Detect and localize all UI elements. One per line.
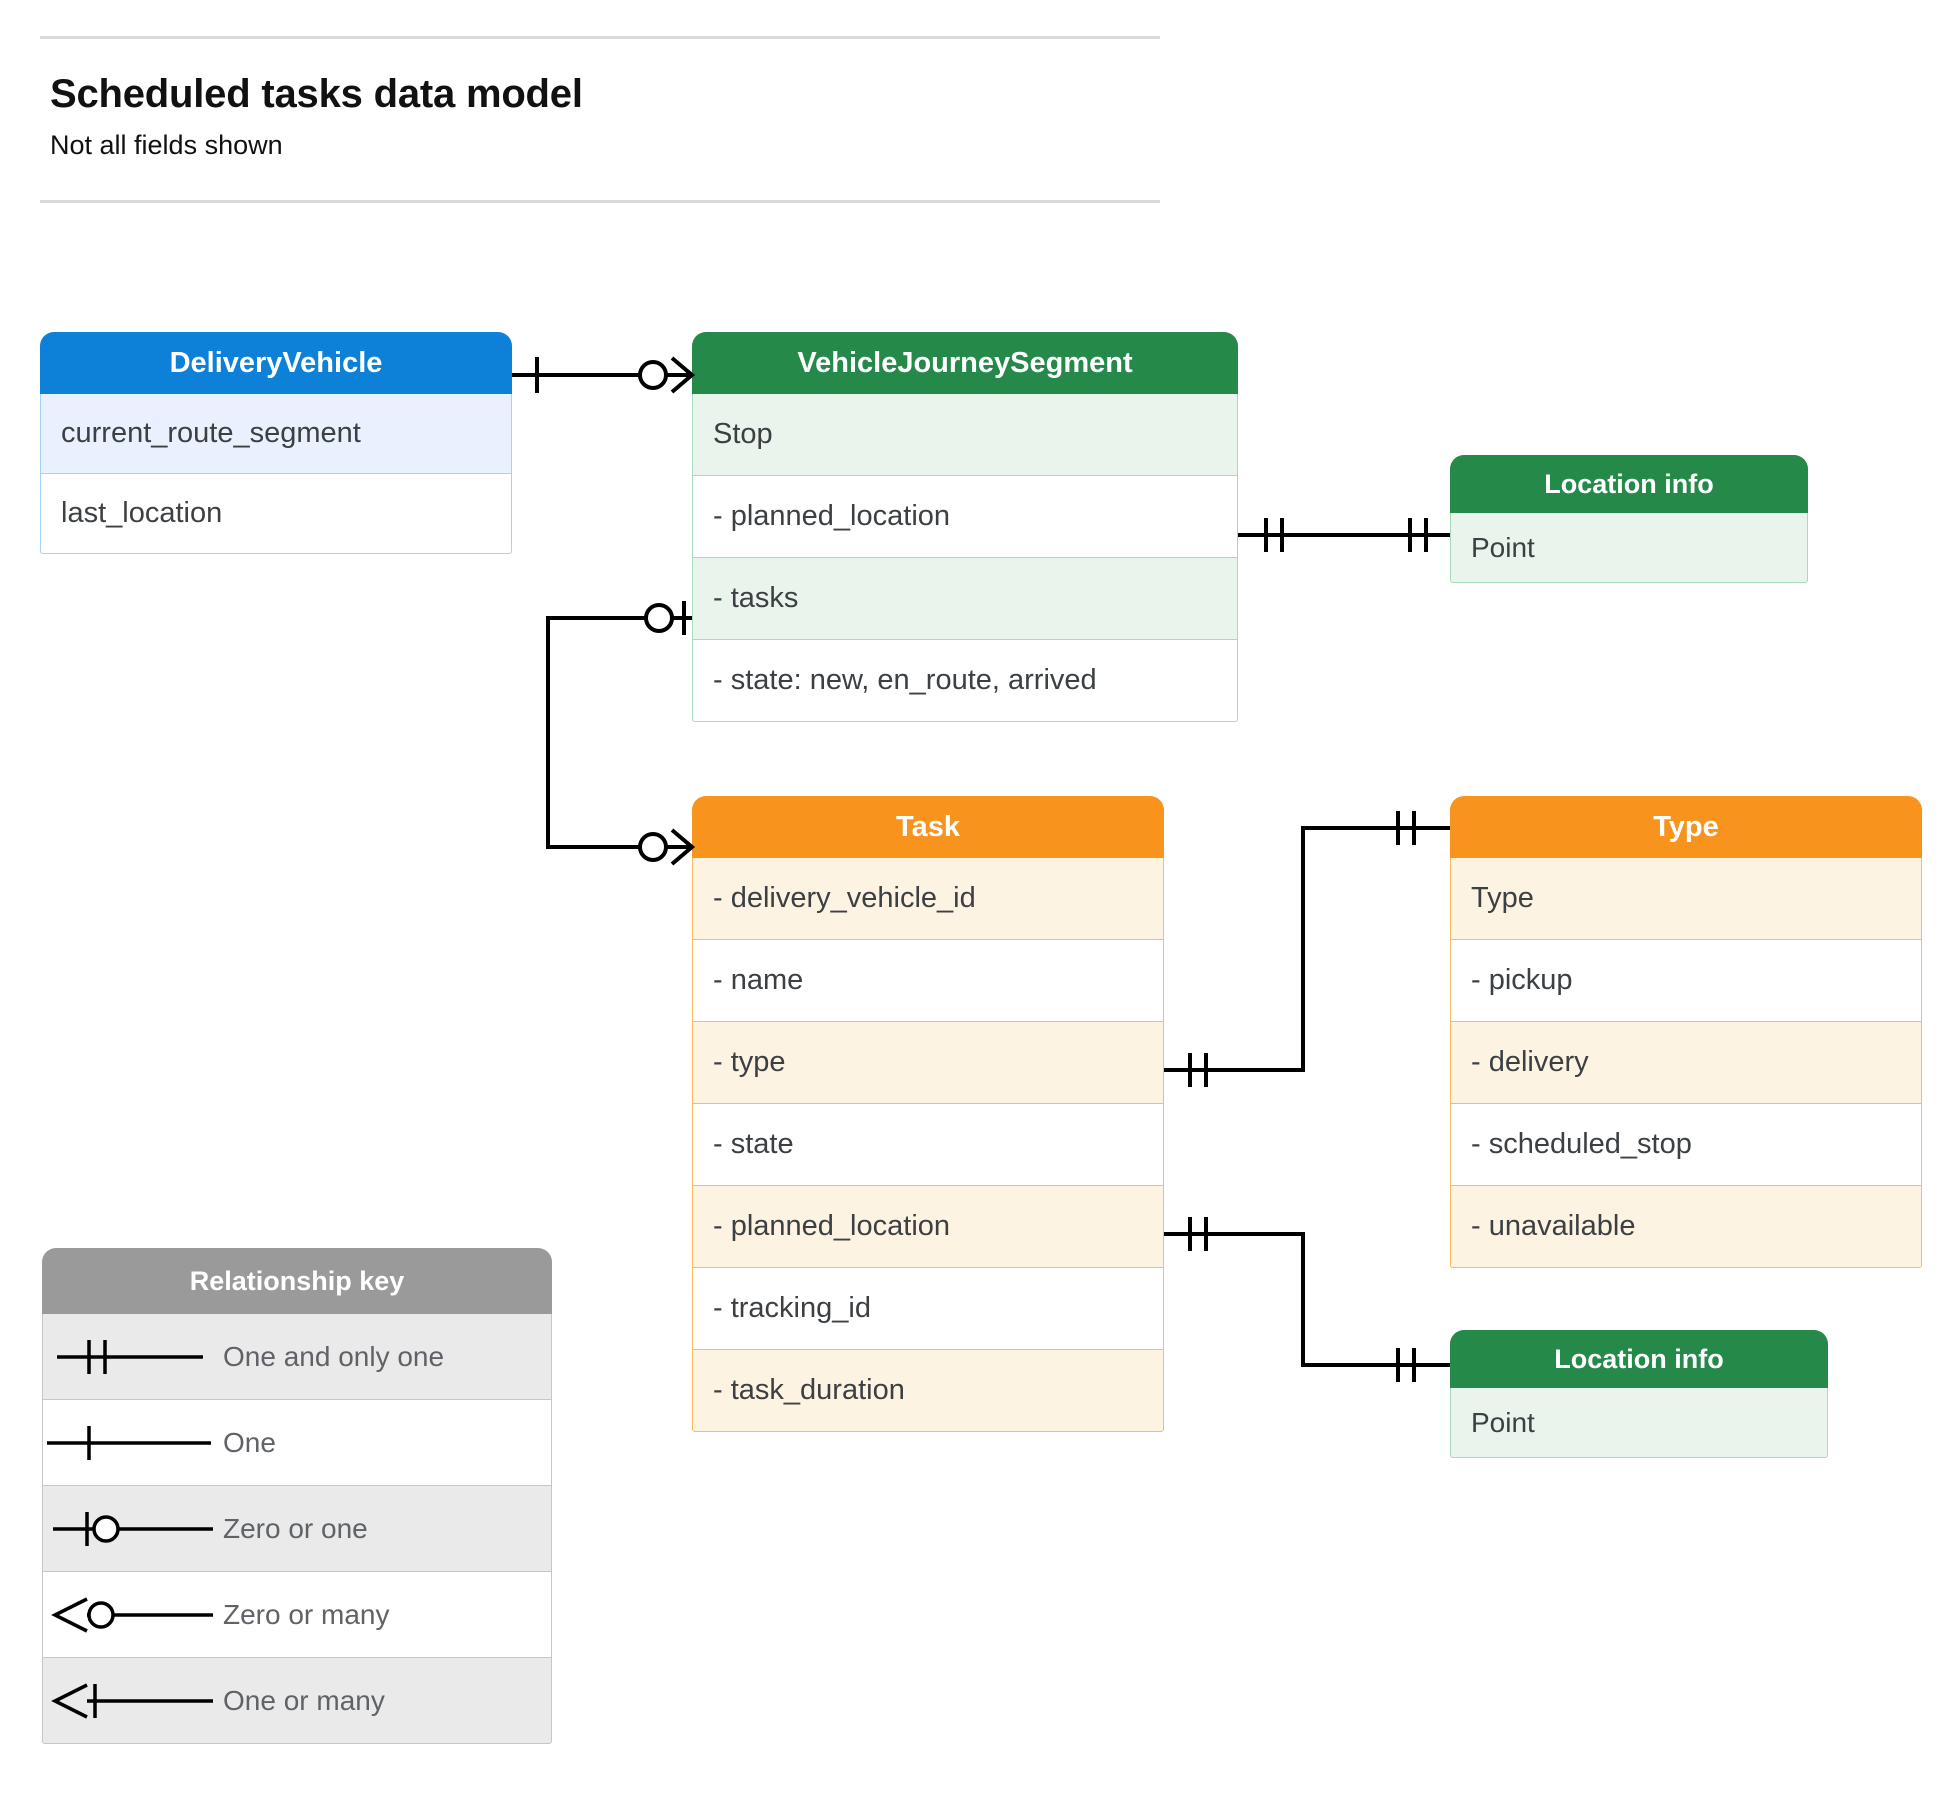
relationship-key-legend: Relationship key One and only one One — [42, 1248, 552, 1744]
legend-item-one-or-many: One or many — [42, 1658, 552, 1744]
zero-or-many-icon — [43, 1572, 223, 1658]
entity-title-location-info-bottom: Location info — [1450, 1330, 1828, 1388]
zero-or-one-icon — [43, 1486, 223, 1572]
field-row: - state: new, en_route, arrived — [692, 640, 1238, 722]
entity-type[interactable]: Type Type - pickup - delivery - schedule… — [1450, 796, 1922, 1268]
field-row: current_route_segment — [40, 394, 512, 474]
entity-title-vehicle-journey-segment: VehicleJourneySegment — [692, 332, 1238, 394]
legend-item-zero-or-one: Zero or one — [42, 1486, 552, 1572]
entity-delivery-vehicle[interactable]: DeliveryVehicle current_route_segment la… — [40, 332, 512, 554]
entity-title-task: Task — [692, 796, 1164, 858]
legend-item-zero-or-many: Zero or many — [42, 1572, 552, 1658]
field-row: - delivery — [1450, 1022, 1922, 1104]
connector-journey-planned-location-to-location-info — [1238, 518, 1450, 552]
field-row: - planned_location — [692, 1186, 1164, 1268]
field-row: Point — [1450, 1388, 1828, 1458]
header-divider-top — [40, 36, 1160, 39]
entity-task[interactable]: Task - delivery_vehicle_id - name - type… — [692, 796, 1164, 1432]
field-row: Type — [1450, 858, 1922, 940]
legend-item-label: One — [223, 1426, 276, 1458]
field-row: Point — [1450, 513, 1808, 583]
entity-location-info-top[interactable]: Location info Point — [1450, 455, 1808, 583]
field-row: - type — [692, 1022, 1164, 1104]
legend-item-label: One and only one — [223, 1340, 445, 1372]
field-row: - delivery_vehicle_id — [692, 858, 1164, 940]
legend-item-one-and-only-one: One and only one — [42, 1314, 552, 1400]
field-row: last_location — [40, 474, 512, 554]
field-row: - task_duration — [692, 1350, 1164, 1432]
field-row: - tasks — [692, 558, 1238, 640]
entity-title-delivery-vehicle: DeliveryVehicle — [40, 332, 512, 394]
one-and-only-one-icon — [43, 1314, 223, 1400]
header-divider-bottom — [40, 200, 1160, 203]
legend-title: Relationship key — [42, 1248, 552, 1314]
field-row: - scheduled_stop — [1450, 1104, 1922, 1186]
entity-title-location-info-top: Location info — [1450, 455, 1808, 513]
page-title: Scheduled tasks data model — [50, 72, 583, 116]
connector-delivery-vehicle-to-journey-segment — [512, 356, 696, 394]
legend-item-label: One or many — [223, 1684, 385, 1716]
connector-task-type-to-type — [1164, 811, 1450, 1087]
entity-title-type: Type — [1450, 796, 1922, 858]
field-row: - pickup — [1450, 940, 1922, 1022]
entity-vehicle-journey-segment[interactable]: VehicleJourneySegment Stop - planned_loc… — [692, 332, 1238, 722]
legend-item-label: Zero or one — [223, 1512, 368, 1544]
legend-item-label: Zero or many — [223, 1598, 390, 1630]
connector-journey-segment-tasks-to-task — [546, 601, 696, 866]
field-row: - tracking_id — [692, 1268, 1164, 1350]
field-row: - name — [692, 940, 1164, 1022]
field-row: - planned_location — [692, 476, 1238, 558]
one-icon — [43, 1400, 223, 1486]
legend-item-one: One — [42, 1400, 552, 1486]
field-row: - unavailable — [1450, 1186, 1922, 1268]
field-row: - state — [692, 1104, 1164, 1186]
entity-location-info-bottom[interactable]: Location info Point — [1450, 1330, 1828, 1458]
one-or-many-icon — [43, 1658, 223, 1744]
field-row: Stop — [692, 394, 1238, 476]
connector-task-planned-location-to-location-info — [1164, 1217, 1450, 1382]
page-subtitle: Not all fields shown — [50, 130, 283, 160]
